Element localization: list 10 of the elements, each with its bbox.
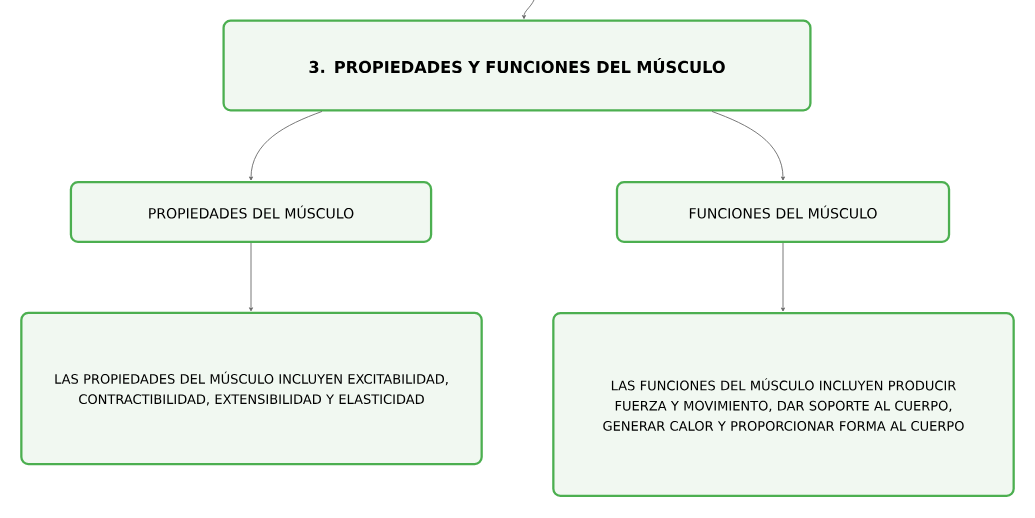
description-box: LAS FUNCIONES DEL MÚSCULO INCLUYEN PRODUCIR FUERZA Y MOVIMIENTO, DAR SOPORTE AL CUERPO, GENERAR CALOR Y PROPORCIONAR FORMA AL CUERPO	[552, 312, 1015, 497]
arrow	[249, 242, 253, 312]
title-box: 3. PROPIEDADES Y FUNCIONES DEL MÚSCULO	[222, 19, 812, 112]
description-box: LAS PROPIEDADES DEL MÚSCULO INCLUYEN EXCITABILIDAD, CONTRACTIBILIDAD, EXTENSIBILIDAD Y ELASTICIDAD	[20, 311, 483, 466]
arrow	[711, 111, 785, 181]
topic-box: PROPIEDADES DEL MÚSCULO	[69, 181, 433, 243]
arrow	[249, 111, 323, 181]
arrow	[781, 242, 785, 312]
topic-box: FUNCIONES DEL MÚSCULO	[615, 181, 951, 243]
arrow	[522, 0, 535, 19]
